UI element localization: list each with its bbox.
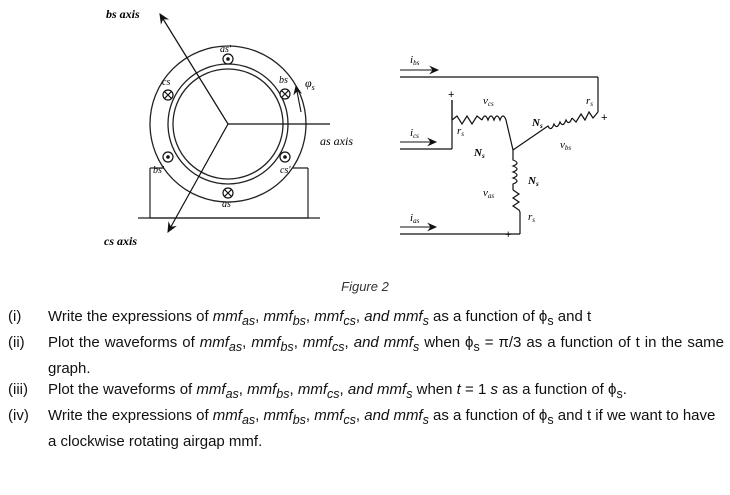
bs-axis-line bbox=[159, 12, 229, 125]
winding-label-bs-prime: bs' bbox=[153, 165, 165, 176]
figure-caption: Figure 2 bbox=[341, 279, 389, 294]
rs-label-cs: rs bbox=[457, 125, 464, 138]
question-4: (iv) Write the expressions of mmfas, mmf… bbox=[8, 405, 724, 452]
vcs-label: vcs bbox=[483, 95, 494, 108]
phi-arrow bbox=[293, 84, 302, 113]
ibs-label: ibs bbox=[410, 54, 420, 67]
cs-axis-label: cs axis bbox=[104, 234, 137, 248]
question-3: (iii) Plot the waveforms of mmfas, mmfbs… bbox=[8, 379, 724, 405]
winding-label-as-prime: as' bbox=[220, 44, 232, 55]
plus-top: + bbox=[448, 89, 454, 101]
ns-label-bs: Ns bbox=[531, 117, 543, 130]
as-axis-label: as axis bbox=[320, 134, 353, 148]
cs-axis-line bbox=[167, 123, 229, 234]
rs-label-as: rs bbox=[528, 211, 535, 224]
question-text: Write the expressions of mmfas, mmfbs, m… bbox=[48, 308, 592, 328]
question-number: (iii) bbox=[8, 381, 28, 398]
plus-right: + bbox=[601, 112, 607, 124]
phi-label: φs bbox=[305, 76, 315, 92]
winding-label-cs-prime: cs' bbox=[280, 165, 291, 176]
ns-label-cs: Ns bbox=[473, 147, 485, 160]
ias-label: ias bbox=[410, 212, 420, 225]
winding-label-bs: bs bbox=[279, 75, 288, 86]
question-text: Plot the waveforms of mmfas, mmfbs, mmfc… bbox=[48, 381, 627, 401]
question-1: (i) Write the expressions of mmfas, mmfb… bbox=[8, 306, 724, 332]
winding-conductors bbox=[162, 53, 291, 199]
question-number: (ii) bbox=[8, 334, 25, 351]
winding-label-cs: cs bbox=[162, 77, 170, 88]
vas-label: vas bbox=[483, 187, 494, 200]
question-number: (i) bbox=[8, 308, 22, 325]
question-text: Plot the waveforms of mmfas, mmfbs, mmfc… bbox=[48, 334, 725, 377]
winding-label-as: as bbox=[222, 199, 231, 210]
plus-bottom: + bbox=[505, 229, 511, 241]
question-list: (i) Write the expressions of mmfas, mmfb… bbox=[8, 306, 724, 452]
wye-circuit bbox=[400, 76, 599, 235]
question-number: (iv) bbox=[8, 407, 29, 424]
bs-axis-label: bs axis bbox=[106, 7, 140, 21]
ics-label: ics bbox=[410, 127, 419, 140]
rs-label-bs: rs bbox=[586, 95, 593, 108]
question-2: (ii) Plot the waveforms of mmfas, mmfbs,… bbox=[8, 332, 724, 379]
vbs-label: vbs bbox=[560, 139, 571, 152]
question-text: Write the expressions of mmfas, mmfbs, m… bbox=[48, 407, 716, 450]
machine-and-circuit-figure: bs axis as axis cs axis as' bs cs bs' cs… bbox=[104, 7, 607, 248]
ns-label-as: Ns bbox=[527, 175, 539, 188]
